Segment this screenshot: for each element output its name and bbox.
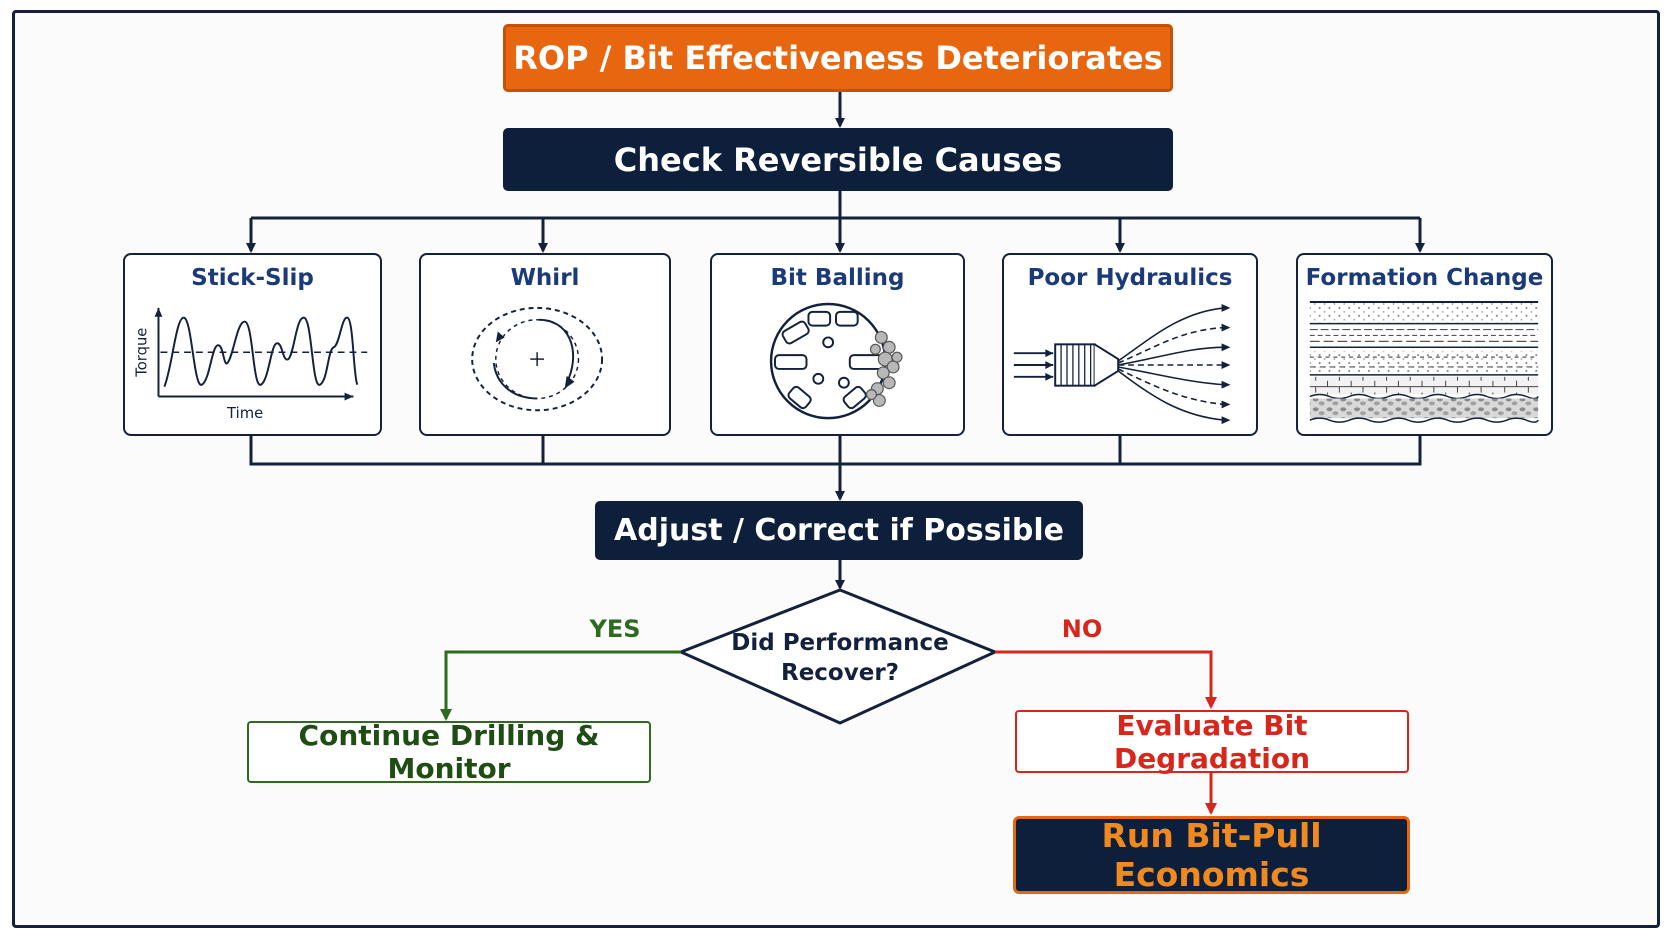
cause-card-stick-slip: Stick-Slip Torque Time (123, 253, 382, 436)
stick-slip-xlabel: Time (226, 405, 263, 422)
decision-line-1: Did Performance (731, 630, 949, 656)
adjust-correct-box: Adjust / Correct if Possible (595, 501, 1083, 560)
decision-text: Did Performance Recover? (700, 628, 980, 688)
no-path (995, 650, 1217, 709)
nozzle-flow-icon (1013, 303, 1231, 425)
cause-title-bit-balling: Bit Balling (770, 265, 905, 291)
no-label: NO (1061, 615, 1103, 643)
collector-bar (249, 436, 1422, 466)
cause-title-formation-change: Formation Change (1305, 265, 1544, 291)
torque-time-chart-icon: Torque Time (134, 307, 368, 422)
continue-drilling-box: Continue Drilling & Monitor (247, 719, 651, 785)
rock-strata-icon (1309, 301, 1539, 423)
decision-diamond (677, 588, 999, 725)
rop-deteriorates-box: ROP / Bit Effectiveness Deteriorates (503, 24, 1173, 92)
check-reversible-causes-box: Check Reversible Causes (503, 128, 1173, 191)
cause-title-whirl: Whirl (510, 265, 580, 291)
cause-card-bit-balling: Bit Balling (710, 253, 965, 436)
evaluate-bit-degradation-box: Evaluate Bit Degradation (1015, 709, 1409, 775)
cause-card-whirl: Whirl (419, 253, 671, 436)
cause-card-formation-change: Formation Change (1296, 253, 1553, 436)
whirl-rotation-icon (471, 306, 604, 412)
run-bit-pull-economics-box: Run Bit-Pull Economics (1013, 816, 1410, 894)
cause-title-poor-hydraulics: Poor Hydraulics (1027, 265, 1233, 291)
stick-slip-ylabel: Torque (134, 328, 151, 378)
cause-title-stick-slip: Stick-Slip (191, 265, 314, 291)
yes-label: YES (589, 615, 641, 643)
balled-bit-face-icon (769, 302, 903, 420)
decision-line-2: Recover? (780, 660, 900, 686)
cause-card-poor-hydraulics: Poor Hydraulics (1002, 253, 1258, 436)
yes-path (440, 650, 681, 721)
